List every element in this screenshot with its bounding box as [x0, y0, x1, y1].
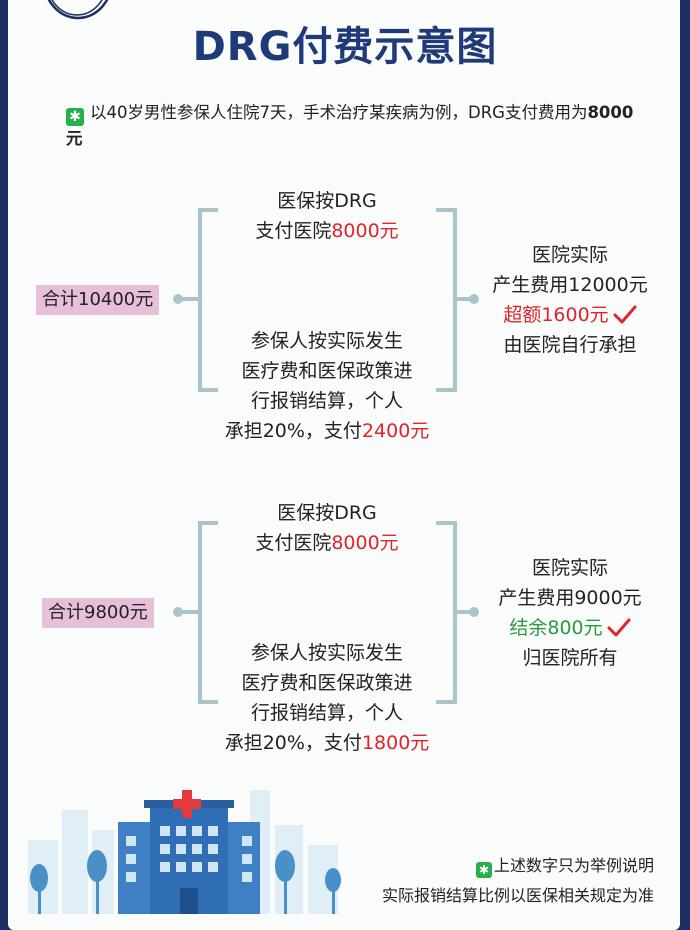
page-title: DRG付费示意图: [192, 24, 498, 70]
case2-drg-payment: 医保按DRG 支付医院8000元: [220, 498, 434, 558]
case2-drg-line1: 医保按DRG: [277, 502, 377, 524]
asterisk-badge-icon: ✱: [475, 862, 492, 878]
case2-surplus: 结余800元: [509, 617, 603, 639]
case1-patient-line1: 参保人按实际发生: [250, 330, 403, 352]
case1-result-line1: 医院实际: [531, 244, 608, 266]
case2-result-line2: 产生费用9000元: [498, 587, 642, 609]
case2-patient-line3: 行报销结算，个人: [250, 702, 403, 724]
case2-patient-prefix: 承担20%，支付: [224, 732, 362, 754]
footnote-line2: 实际报销结算比例以医保相关规定为准: [381, 886, 654, 905]
hospital-illustration: [28, 790, 341, 914]
case2-patient-line4: 承担20%，支付1800元: [212, 728, 442, 758]
case1-result-line2: 产生费用12000元: [492, 274, 648, 296]
intro-text: ✱ 以40岁男性参保人住院7天，手术治疗某疾病为例，DRG支付费用为8000元: [66, 100, 636, 152]
case1-patient-line2: 医疗费和医保政策进: [241, 360, 413, 382]
case2-right-node: [469, 607, 479, 617]
asterisk-badge-icon: ✱: [66, 108, 84, 126]
case2-drg-prefix: 支付医院: [255, 532, 332, 554]
case1-drg-line2: 支付医院8000元: [220, 216, 434, 246]
case1-patient-line4: 承担20%，支付2400元: [212, 416, 442, 446]
case1-drg-payment: 医保按DRG 支付医院8000元: [220, 186, 434, 246]
case2-patient-amount: 1800元: [361, 732, 430, 754]
check-mark-icon: [607, 618, 631, 637]
case2-total: 合计9800元: [42, 598, 154, 628]
hospital-building-icon: [118, 790, 260, 914]
case1-drg-line1: 医保按DRG: [277, 190, 377, 212]
case2-drg-amount: 8000元: [331, 532, 399, 554]
case1-total: 合计10400元: [36, 285, 160, 315]
case2-patient-line2: 医疗费和医保政策进: [241, 672, 413, 694]
case1-result-line4: 由医院自行承担: [503, 334, 637, 356]
check-mark-icon: [613, 305, 637, 324]
footnote-line1: 上述数字只为举例说明: [493, 856, 654, 875]
case2-drg-line2: 支付医院8000元: [220, 528, 434, 558]
case1-patient-prefix: 承担20%，支付: [224, 420, 362, 442]
case2-left-node: [173, 607, 183, 617]
case1-patient-line3: 行报销结算，个人: [250, 390, 403, 412]
case1-overage: 超额1600元: [503, 304, 609, 326]
content-panel: [8, 0, 680, 930]
case1-left-node: [173, 294, 183, 304]
case2-result-line1: 医院实际: [531, 557, 608, 579]
case1-drg-prefix: 支付医院: [255, 220, 332, 242]
case1-result-line3-wrap: 超额1600元: [480, 300, 660, 330]
case1-right-node: [469, 294, 479, 304]
footnote: ✱上述数字只为举例说明 实际报销结算比例以医保相关规定为准: [382, 852, 654, 906]
case1-result: 医院实际 产生费用12000元 超额1600元 由医院自行承担: [480, 240, 660, 360]
intro-sentence: 以40岁男性参保人住院7天，手术治疗某疾病为例，DRG支付费用为: [90, 103, 588, 122]
case2-result-line4: 归医院所有: [522, 647, 618, 669]
case2-result-line3-wrap: 结余800元: [480, 613, 660, 643]
case1-brackets: [178, 208, 474, 392]
case2-patient-line1: 参保人按实际发生: [250, 642, 403, 664]
case2-patient-payment: 参保人按实际发生 医疗费和医保政策进 行报销结算，个人 承担20%，支付1800…: [212, 638, 442, 758]
tree-icon: [30, 850, 341, 914]
footnote-line1-wrap: ✱上述数字只为举例说明: [382, 852, 654, 878]
case1-patient-payment: 参保人按实际发生 医疗费和医保政策进 行报销结算，个人 承担20%，支付2400…: [212, 326, 442, 446]
scribble-circle-icon: [47, 0, 109, 20]
intro-amount: 8000元: [66, 103, 634, 148]
right-wavy-border: [682, 0, 690, 914]
case2-result: 医院实际 产生费用9000元 结余800元 归医院所有: [480, 553, 660, 673]
case1-drg-amount: 8000元: [331, 220, 399, 242]
case1-patient-amount: 2400元: [361, 420, 430, 442]
left-wavy-border: [0, 0, 8, 914]
